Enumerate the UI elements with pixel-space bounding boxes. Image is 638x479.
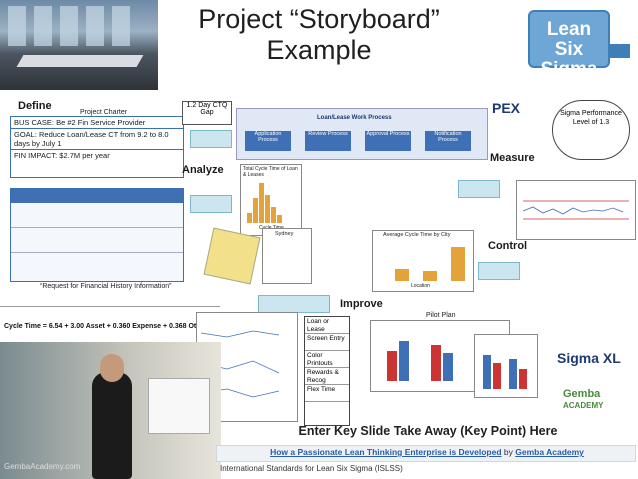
video-watermark: GembaAcademy.com (4, 462, 81, 471)
table-row (11, 203, 183, 228)
cycle-time-histogram: Total Cycle Time of Loan & Leases Cycle … (240, 164, 302, 236)
define-label: Define (18, 100, 52, 112)
work-process-map: Loan/Lease Work Process Application Proc… (236, 108, 488, 160)
process-step: Application Process (245, 131, 291, 151)
sigma-cloud: Sigma Performance Level of 1.3 (552, 100, 630, 160)
sydney-chart: Sydney (262, 228, 312, 284)
gemba-academy-logo: Gemba ACADEMY (563, 388, 635, 420)
hist-title: Total Cycle Time of Loan & Leases (243, 166, 298, 178)
window-decor (34, 6, 52, 46)
project-charter: BUS CASE: Be #2 Fin Service Provider GOA… (10, 116, 184, 178)
sydney-label: Sydney (275, 231, 294, 237)
standards-text: International Standards for Lean Six Sig… (220, 464, 403, 473)
presenter (92, 372, 132, 479)
interaction-plots (196, 312, 298, 422)
ctq-gap-callout: 1.2 Day CTQ Gap (182, 101, 232, 125)
lean-six-sigma-logo: Lean Six Sigma (528, 10, 630, 80)
whiteboard (148, 378, 210, 434)
pilot-label: Pilot Plan (426, 312, 456, 319)
flow-arrow (190, 130, 232, 148)
regression-grid (0, 306, 220, 343)
request-caption: “Request for Financial History Informati… (40, 283, 172, 290)
list-item: Flex Time (305, 385, 349, 402)
logo-line-2: Six Sigma (540, 39, 598, 80)
table-row (11, 228, 183, 253)
title-line-2: Example (266, 35, 372, 65)
improve-list: Loan or Lease Screen Entry Color Printou… (304, 316, 350, 426)
footer-by: by (501, 447, 516, 457)
window-decor (112, 6, 130, 46)
gemba-logo-line-1: Gemba (563, 388, 601, 400)
avg-cycle-time-chart: Average Cycle Time by City Location (372, 230, 474, 292)
process-step: Approval Process (365, 131, 411, 151)
conference-table (16, 55, 144, 67)
logo-line-1: Lean (546, 19, 592, 40)
video-frame[interactable]: GembaAcademy.com (0, 342, 221, 479)
cycle-time-equation: Cycle Time = 6.54 + 3.00 Asset + 0.360 E… (4, 323, 255, 330)
boardroom-photo (0, 0, 158, 90)
presenter-head (100, 354, 124, 382)
key-takeaway: Enter Key Slide Take Away (Key Point) He… (298, 424, 558, 438)
list-item: Color Printouts (305, 351, 349, 368)
gemba-academy-link[interactable]: Gemba Academy (515, 447, 584, 457)
chart-title: Average Cycle Time by City (383, 232, 451, 238)
measure-label: Measure (490, 152, 535, 164)
slide-title: Project “Storyboard” Example (160, 4, 478, 66)
process-title: Loan/Lease Work Process (317, 115, 392, 121)
fin-impact: FIN IMPACT: $2.7M per year (14, 151, 110, 160)
window-decor (8, 6, 26, 46)
list-item: Loan or Lease (305, 317, 349, 334)
flow-arrow (258, 295, 330, 313)
chart-xlabel: Location (411, 283, 430, 289)
flow-arrow (458, 180, 500, 198)
table-header (11, 189, 183, 203)
improve-label: Improve (340, 298, 383, 310)
list-item: Screen Entry (305, 334, 349, 351)
charter-title: Project Charter (80, 109, 128, 116)
title-line-1: Project “Storyboard” (198, 4, 440, 34)
flow-arrow (478, 262, 520, 280)
process-step: Notification Process (425, 131, 471, 151)
analyze-label: Analyze (182, 164, 224, 176)
passionate-lean-link[interactable]: How a Passionate Lean Thinking Enterpris… (270, 447, 502, 457)
pex-logo: PEX (492, 100, 521, 116)
chart-bars (395, 247, 465, 281)
insight-burst (203, 227, 261, 285)
gemba-logo-line-2: ACADEMY (563, 401, 604, 410)
flow-arrow (190, 195, 232, 213)
pilot-bars-2 (483, 355, 527, 389)
window-decor (60, 6, 78, 46)
histogram-bars (247, 183, 282, 223)
bus-case: BUS CASE: Be #2 Fin Service Provider (11, 117, 183, 129)
table-row (11, 253, 183, 277)
sigmaxl-logo: Sigma XL (557, 350, 621, 366)
control-line (522, 200, 629, 220)
list-item: Rewards & Recog (305, 368, 349, 385)
footer-bar (216, 445, 636, 462)
footer-links: How a Passionate Lean Thinking Enterpris… (222, 447, 632, 457)
analysis-table (10, 188, 184, 282)
control-chart (516, 180, 636, 240)
pilot-chart-2 (474, 334, 538, 398)
logo-bar (610, 44, 630, 58)
control-label: Control (488, 240, 528, 252)
window-decor (86, 6, 104, 46)
process-step: Review Process (305, 131, 351, 151)
goal: GOAL: Reduce Loan/Lease CT from 9.2 to 8… (11, 129, 183, 150)
